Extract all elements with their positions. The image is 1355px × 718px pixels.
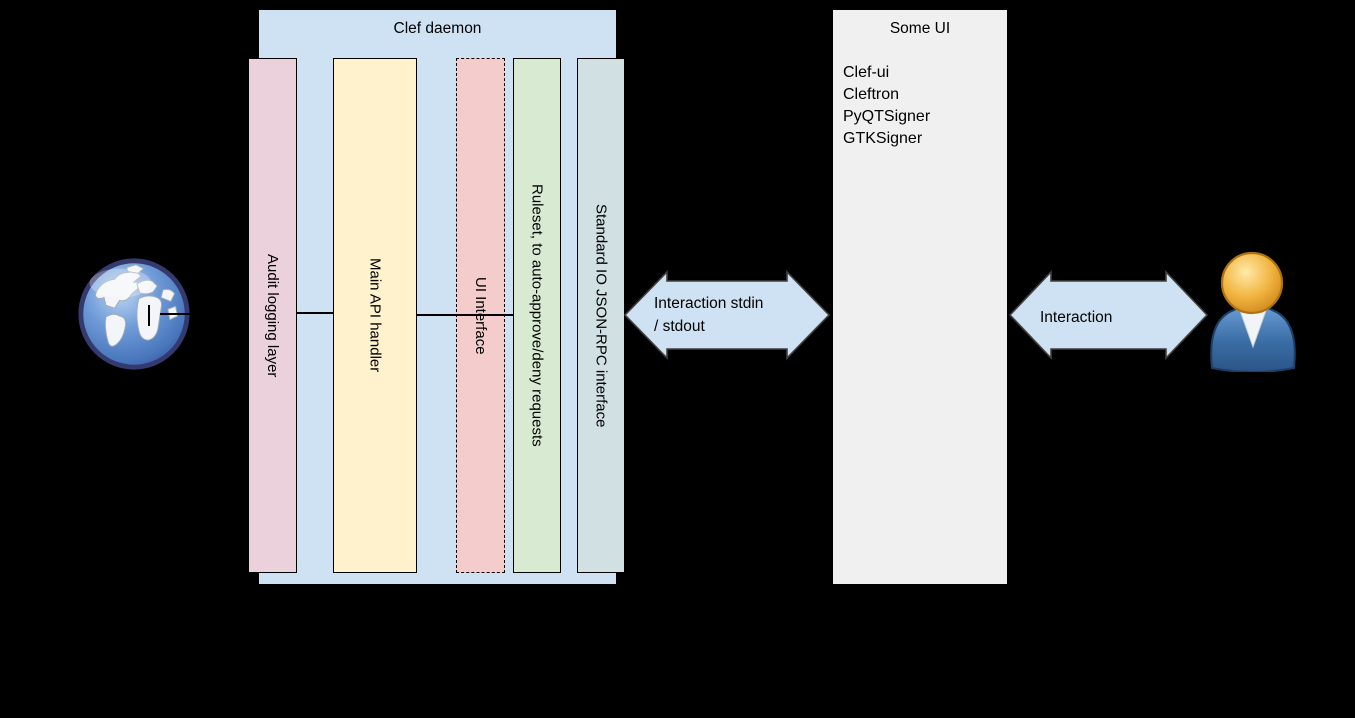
some-ui-item: PyQTSigner [843, 108, 931, 125]
connector-stub-on-globe [148, 305, 150, 326]
bar-audit-logging-layer: Audit logging layer [248, 58, 297, 573]
stdio-arrow-label-line2: / stdout [654, 318, 705, 335]
connector-api-to-ruleset [417, 314, 513, 316]
bar-stdio-jsonrpc: Standard IO JSON-RPC interface [577, 58, 625, 573]
some-ui-item: Cleftron [843, 86, 900, 103]
some-ui-list: Clef-ui Cleftron PyQTSigner GTKSigner [843, 62, 1003, 150]
bar-audit-logging-layer-label: Audit logging layer [264, 253, 281, 378]
clef-daemon-title: Clef daemon [393, 20, 482, 37]
bar-main-api-handler: Main API handler [333, 58, 417, 573]
stdio-double-arrow-icon [624, 270, 830, 360]
some-ui-item: Clef-ui [843, 64, 890, 81]
bar-main-api-handler-label: Main API handler [366, 258, 384, 373]
connector-audit-to-api [297, 312, 333, 314]
bar-stdio-jsonrpc-label: Standard IO JSON-RPC interface [592, 203, 610, 428]
bar-ruleset: Ruleset, to auto-approve/deny requests [513, 58, 561, 573]
some-ui-box [832, 9, 1008, 585]
globe-icon [78, 258, 190, 370]
stdio-arrow-label: Interaction stdin / stdout [654, 292, 763, 338]
interaction-double-arrow-icon [1009, 270, 1208, 360]
user-icon [1210, 251, 1296, 372]
clef-daemon-box [258, 9, 617, 585]
connector-globe-to-audit [160, 313, 248, 315]
some-ui-item: GTKSigner [843, 130, 923, 147]
bar-ruleset-label: Ruleset, to auto-approve/deny requests [528, 184, 546, 447]
some-ui-title: Some UI [889, 20, 951, 37]
interaction-arrow-label: Interaction [1040, 309, 1113, 326]
stdio-arrow-label-line1: Interaction stdin [654, 295, 764, 312]
